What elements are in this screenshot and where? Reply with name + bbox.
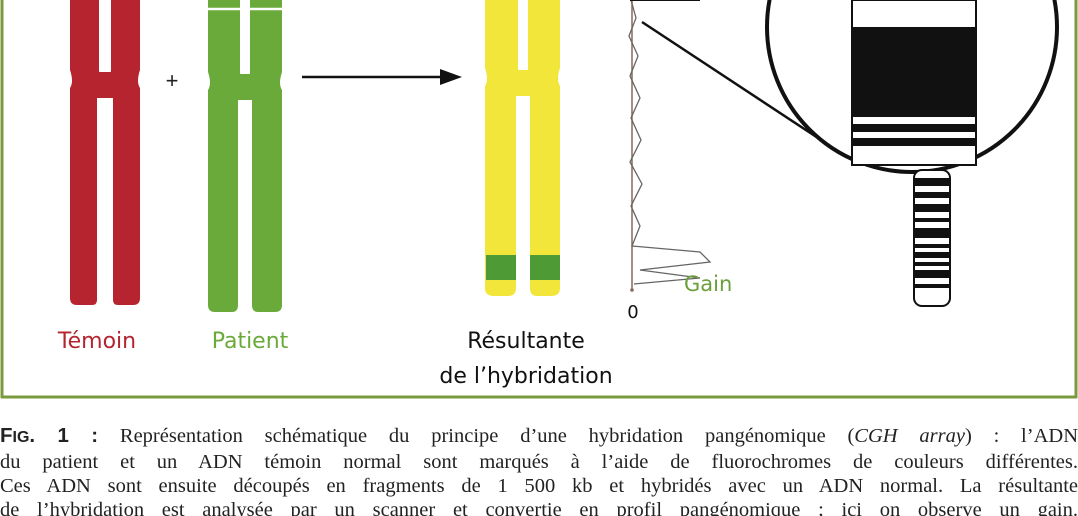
cgh-profile <box>628 0 712 292</box>
arrow <box>302 69 462 85</box>
zoom-line-bottom <box>641 20 819 140</box>
caption-emphasis: CGH array <box>854 425 965 447</box>
gain-band-left <box>486 255 516 280</box>
figure-label: FIG. 1 : <box>0 424 99 447</box>
gain-band-right <box>530 255 560 280</box>
cgh-array-diagram: + <box>0 0 1078 399</box>
figure-caption: FIG. 1 : Représentation schématique du p… <box>0 424 1078 516</box>
temoin-chromosome <box>70 0 140 305</box>
temoin-label: Témoin <box>57 329 136 354</box>
resultante-label-line1: Résultante <box>467 329 585 354</box>
zero-label: 0 <box>627 302 638 323</box>
plus-sign: + <box>166 68 179 93</box>
caption-line-3: Ces ADN sont ensuite découpés en fragmen… <box>0 475 1078 497</box>
caption-line-4: de l’hybridation est analysée par un sca… <box>0 499 1078 516</box>
resultant-chromosome <box>485 0 560 296</box>
patient-label: Patient <box>212 329 289 354</box>
resultante-label-line2: de l’hybridation <box>439 364 612 389</box>
patient-chromosome <box>208 0 282 312</box>
ideogram <box>913 169 951 307</box>
gain-label: Gain <box>684 272 732 296</box>
magnifier <box>765 0 1059 174</box>
caption-line-1: FIG. 1 : Représentation schématique du p… <box>0 424 1078 447</box>
caption-line-2: du patient et un ADN témoin normal sont … <box>0 451 1078 473</box>
